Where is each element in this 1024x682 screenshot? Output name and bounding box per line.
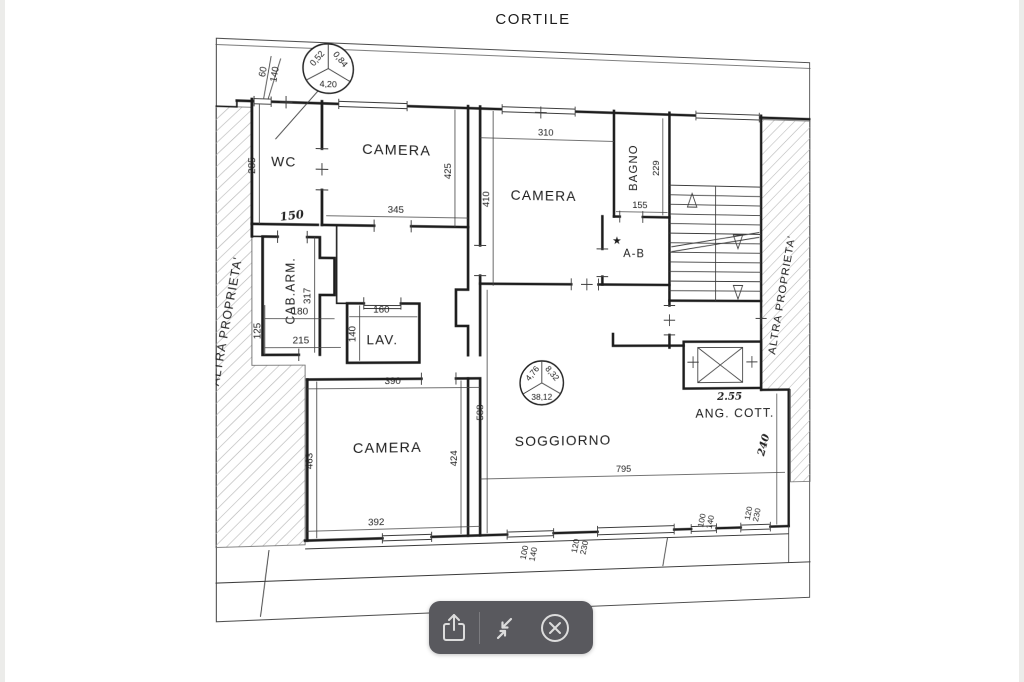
room-label-ab: A-B: [623, 247, 645, 260]
dimension-line: [307, 387, 480, 388]
stamp-value: 38,12: [531, 392, 552, 402]
viewer-toolbar: [429, 601, 593, 654]
dimension-line: [480, 472, 785, 479]
dimension-label: 160: [373, 305, 389, 316]
dimension-label: 317: [302, 288, 313, 304]
stamp-value: 4,20: [320, 79, 338, 90]
dimension-label: 230: [751, 507, 763, 522]
area-stamp-top: 0,52 0,84 4,20: [275, 42, 353, 142]
dimension-label: 140: [704, 514, 716, 529]
dimension-label: 140: [347, 326, 358, 342]
room-label-cab-arm: CAB.ARM.: [284, 257, 298, 324]
toolbar-divider: [479, 611, 480, 644]
room-label-lav: LAV.: [366, 332, 398, 347]
room-label-bagno: BAGNO: [628, 144, 640, 191]
photo-right-edge: [1019, 0, 1024, 682]
share-button[interactable]: [429, 601, 479, 654]
photo-left-edge: [0, 0, 5, 682]
room-label-ang-cott: ANG. COTT.: [695, 405, 774, 420]
dimension-line: [616, 212, 668, 213]
star-symbol: ★: [612, 235, 622, 247]
dimension-label: 230: [578, 540, 590, 556]
room-label-camera-2: CAMERA: [511, 188, 577, 205]
floor-plan-drawing: 0,52 0,84 4,20 4,76 8,32 38,12 WC CAMERA…: [208, 37, 810, 623]
dimension-label: 60: [257, 66, 269, 78]
dimension-label: 100: [696, 512, 708, 527]
collapse-button[interactable]: [480, 601, 530, 654]
collapse-icon: [496, 617, 513, 639]
window-markings-top: [254, 96, 759, 122]
dimension-label: 229: [652, 160, 662, 176]
room-label-soggiorno: SOGGIORNO: [515, 433, 612, 450]
dimension-label: 795: [616, 464, 631, 475]
floor-plan: 0,52 0,84 4,20 4,76 8,32 38,12 WC CAMERA…: [208, 37, 810, 623]
dimension-label: 140: [268, 66, 281, 83]
dimension-label: 410: [481, 191, 492, 207]
close-icon: [541, 613, 569, 642]
dimension-label: 120: [742, 505, 754, 520]
room-label-wc: WC: [271, 154, 297, 170]
dimension-label: 120: [569, 538, 581, 554]
dimension-annotations: 345 310 155 390 392 795 160 180 215 285 425 410 229 3…: [247, 55, 785, 562]
dimension-label: 425: [443, 163, 454, 179]
dimension-label: 140: [527, 546, 539, 562]
stairs-down-arrow: [733, 235, 742, 249]
dimension-line: [326, 216, 468, 218]
dimension-label: 240: [754, 432, 772, 458]
area-stamp-center: 4,76 8,32 38,12: [520, 361, 563, 405]
stairs-down-arrow-2: [733, 285, 742, 299]
dimension-label: 2.55: [716, 389, 742, 403]
dimension-label: 392: [368, 517, 384, 529]
dimension-label: 125: [252, 323, 264, 339]
dimension-label: 285: [247, 157, 259, 174]
dimension-label: 150: [279, 207, 305, 224]
dimension-label: 100: [518, 544, 530, 560]
dimension-label: 424: [449, 450, 460, 467]
dimension-label: 345: [388, 205, 404, 216]
close-button[interactable]: [530, 601, 580, 654]
dimension-label: 155: [632, 200, 647, 211]
neighbour-hatch: [215, 102, 810, 548]
elevator: [698, 347, 743, 382]
share-icon: [443, 613, 465, 641]
dimension-label: 310: [538, 127, 554, 138]
dimension-label: 463: [304, 453, 315, 470]
staircase: [669, 185, 761, 301]
dimension-line: [307, 526, 480, 531]
dimension-label: 588: [475, 405, 486, 421]
room-label-camera-1: CAMERA: [362, 142, 431, 160]
room-label-camera-3: CAMERA: [353, 440, 422, 457]
cortile-label: CORTILE: [495, 11, 571, 28]
dimension-label: 215: [292, 335, 309, 346]
dimension-label: 390: [385, 376, 401, 387]
dimension-label: 180: [291, 306, 308, 317]
